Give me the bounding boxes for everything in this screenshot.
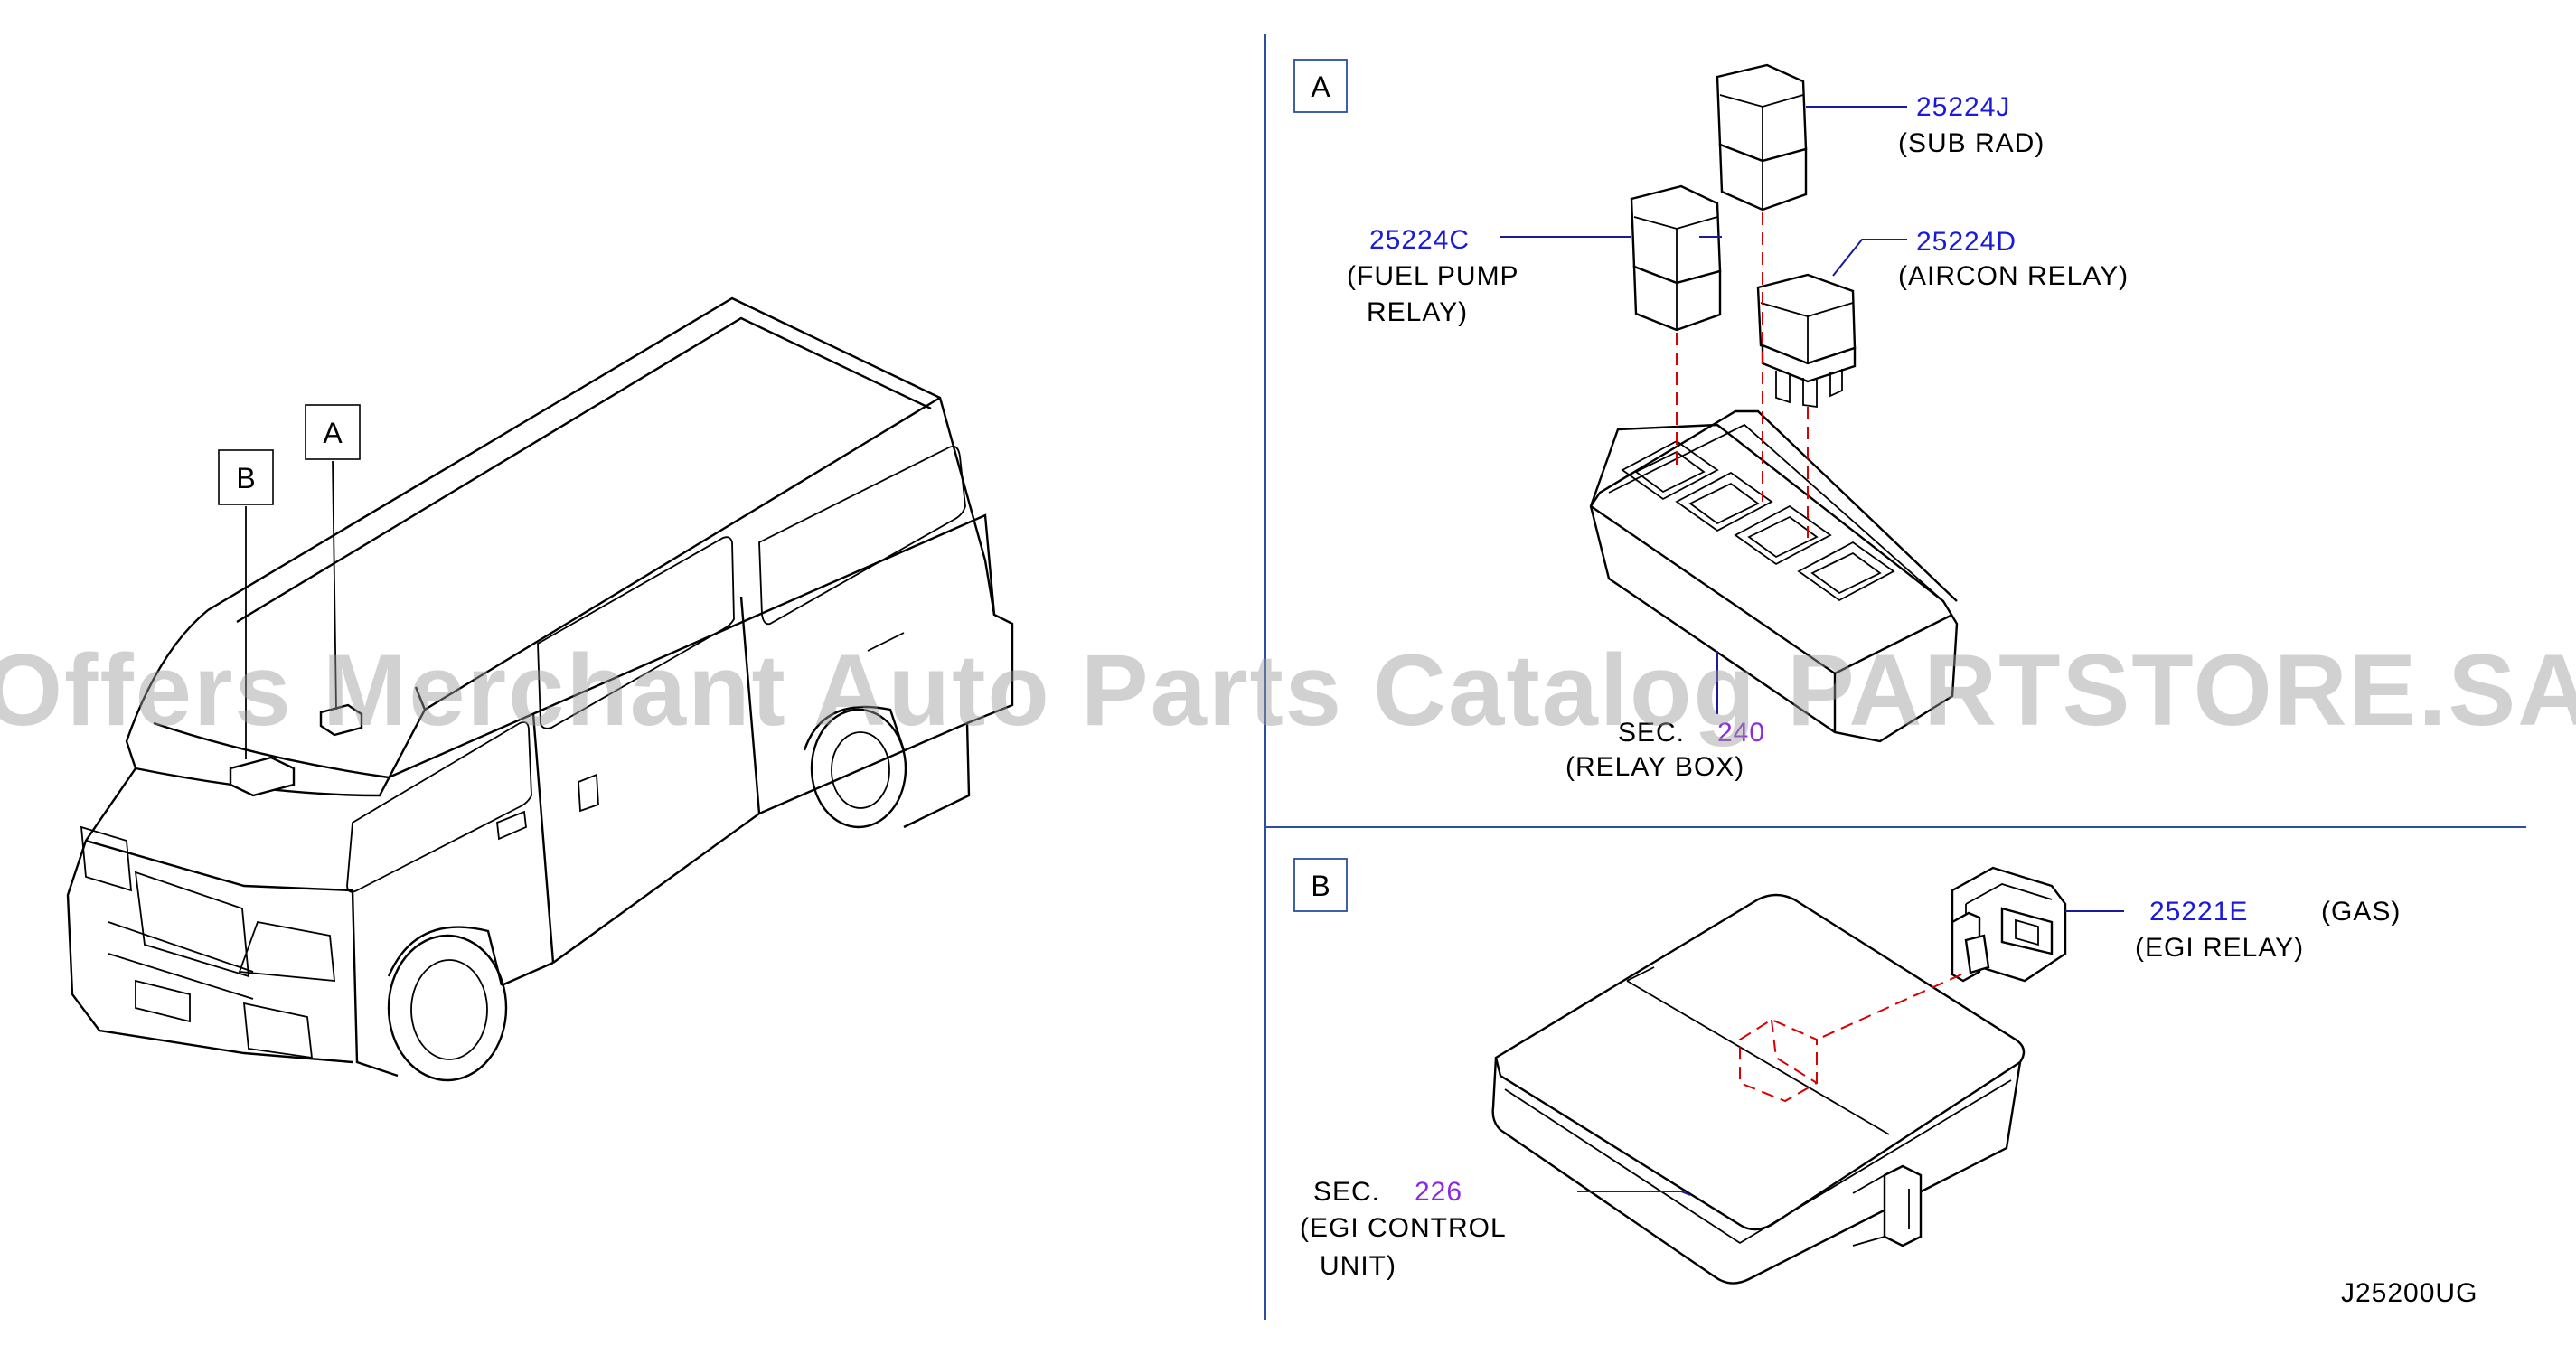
- sec-226-desc-line2: UNIT): [1320, 1251, 1396, 1281]
- part-desc-25224j: (SUB RAD): [1898, 128, 2045, 158]
- sec-226-number: 226: [1415, 1177, 1462, 1207]
- callout-a-label: A: [323, 417, 343, 449]
- section-a-title: A: [1311, 71, 1330, 103]
- callout-b-label: B: [236, 462, 255, 494]
- relay-25224c: [1630, 184, 1722, 332]
- drawing-code: J25200UG: [2341, 1278, 2477, 1308]
- section-b-title: B: [1311, 870, 1330, 902]
- part-number-25224j: 25224J: [1916, 92, 2010, 122]
- part-desc-25224c-line1: (FUEL PUMP: [1347, 261, 1519, 291]
- sec-240-prefix: SEC.: [1618, 718, 1685, 748]
- part-number-25224c: 25224C: [1369, 225, 1470, 255]
- sec-240-number: 240: [1717, 718, 1765, 748]
- part-desc-25224d: (AIRCON RELAY): [1898, 261, 2129, 291]
- relay-box: [1589, 409, 1959, 743]
- callout-a: A: [305, 404, 361, 460]
- watermark-text: Offers Merchant Auto Parts Catalog PARTS…: [0, 634, 2576, 747]
- callout-b: B: [218, 449, 274, 505]
- part-number-25221e: 25221E: [2149, 897, 2248, 927]
- relay-25224d: [1756, 273, 1857, 409]
- relay-25221e: [1951, 866, 2067, 983]
- section-b: B: [1293, 858, 2401, 1285]
- sec-226-prefix: SEC.: [1313, 1177, 1380, 1207]
- relay-25224j: [1716, 63, 1808, 212]
- sec-226-desc-line1: (EGI CONTROL: [1300, 1213, 1507, 1243]
- part-desc-25224c-line2: RELAY): [1367, 297, 1468, 327]
- egi-control-unit: [1491, 893, 2026, 1285]
- sec-240-desc: (RELAY BOX): [1565, 752, 1744, 782]
- van-illustration: A B: [66, 296, 1014, 1082]
- part-number-25224d: 25224D: [1916, 227, 2017, 257]
- part-desc-25221e: (EGI RELAY): [2135, 933, 2304, 963]
- part-suffix-25221e: (GAS): [2321, 897, 2401, 927]
- section-a: A: [1293, 59, 2129, 782]
